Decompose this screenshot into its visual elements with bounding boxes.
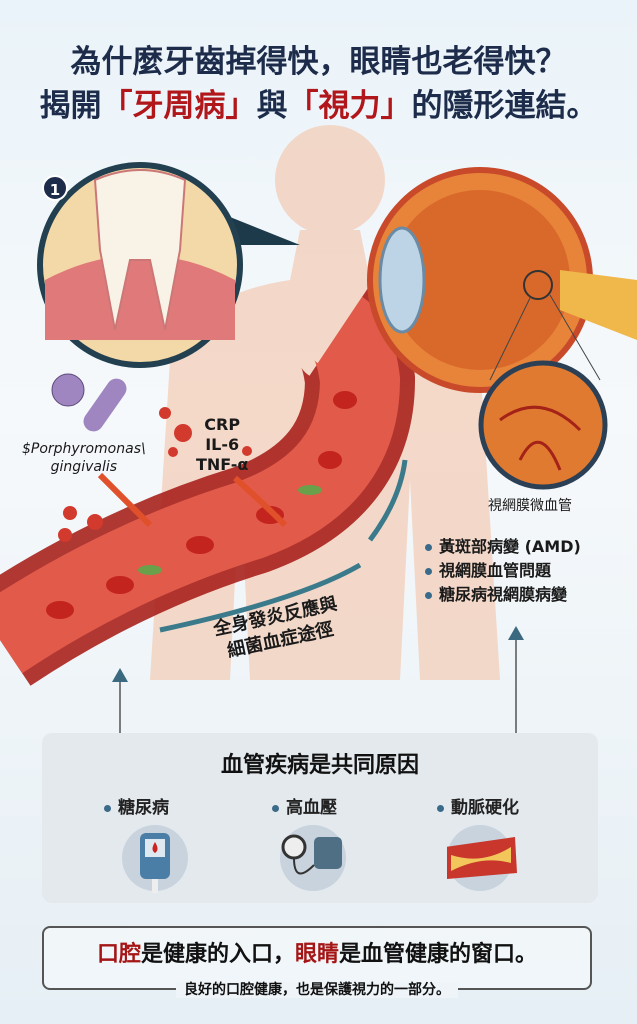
causes-title: 血管疾病是共同原因: [220, 753, 419, 778]
title-text: 揭開: [39, 88, 102, 124]
highlight-eyes: 眼睛: [295, 942, 340, 967]
tooth-closeup: [37, 162, 300, 368]
eye: [367, 167, 637, 490]
cause-hypertension: 高血壓: [272, 793, 337, 818]
common-causes-panel: 血管疾病是共同原因 糖尿病 高血壓 動脈硬化: [42, 733, 598, 903]
title-line-2: 揭開「牙周病」與「視力」的隱形連結。: [0, 84, 637, 128]
bacteria-icons: [51, 373, 127, 432]
title-highlight-vision: 「視力」: [287, 88, 412, 124]
title-text: 與: [256, 88, 288, 124]
eye-condition-item: 黃斑部病變 (AMD): [425, 535, 581, 559]
bacteria-label: $Porphyromonas\ gingivalis: [22, 440, 146, 476]
eye-conditions-list: 黃斑部病變 (AMD) 視網膜血管問題 糖尿病視網膜病變: [425, 535, 581, 607]
cytokine-dots: [58, 407, 252, 542]
cytokine-tnf: TNF-α: [196, 455, 249, 474]
key-message: 口腔是健康的入口，眼睛是血管健康的窗口。: [44, 936, 590, 968]
bacteria-name-1: $Porphyromonas\: [22, 441, 146, 457]
cytokine-crp: CRP: [204, 415, 241, 434]
title-highlight-periodontal: 「牙周病」: [101, 88, 257, 124]
sub-message-text: 良好的口腔健康，也是保護視力的一部分。: [176, 982, 458, 998]
clogged-artery-icon: [445, 825, 517, 891]
retina-closeup: [478, 360, 608, 490]
glucose-meter-icon: [122, 825, 188, 893]
bacteria-name-2: gingivalis: [50, 459, 118, 475]
sub-message: 良好的口腔健康，也是保護視力的一部分。: [44, 979, 590, 999]
page-title: 為什麼牙齒掉得快，眼睛也老得快？ 揭開「牙周病」與「視力」的隱形連結。: [0, 40, 637, 128]
cytokine-list: CRP IL-6 TNF-α: [196, 415, 248, 475]
step-badge: 1: [42, 175, 68, 201]
eye-condition-item: 糖尿病視網膜病變: [425, 583, 581, 607]
key-message-box: 口腔是健康的入口，眼睛是血管健康的窗口。 良好的口腔健康，也是保護視力的一部分。: [42, 926, 592, 998]
cause-atherosclerosis: 動脈硬化: [437, 793, 519, 818]
title-text: 的隱形連結。: [411, 88, 598, 124]
blood-pressure-monitor-icon: [280, 825, 346, 891]
highlight-oral: 口腔: [96, 942, 141, 967]
cytokine-il6: IL-6: [205, 435, 240, 454]
cause-diabetes: 糖尿病: [104, 793, 169, 818]
title-line-1: 為什麼牙齒掉得快，眼睛也老得快？: [70, 44, 567, 80]
retina-label: 視網膜微血管: [488, 498, 572, 514]
message-text: 是健康的入口，: [140, 942, 295, 967]
eye-condition-item: 視網膜血管問題: [425, 559, 581, 583]
message-text: 是血管健康的窗口。: [339, 942, 538, 967]
